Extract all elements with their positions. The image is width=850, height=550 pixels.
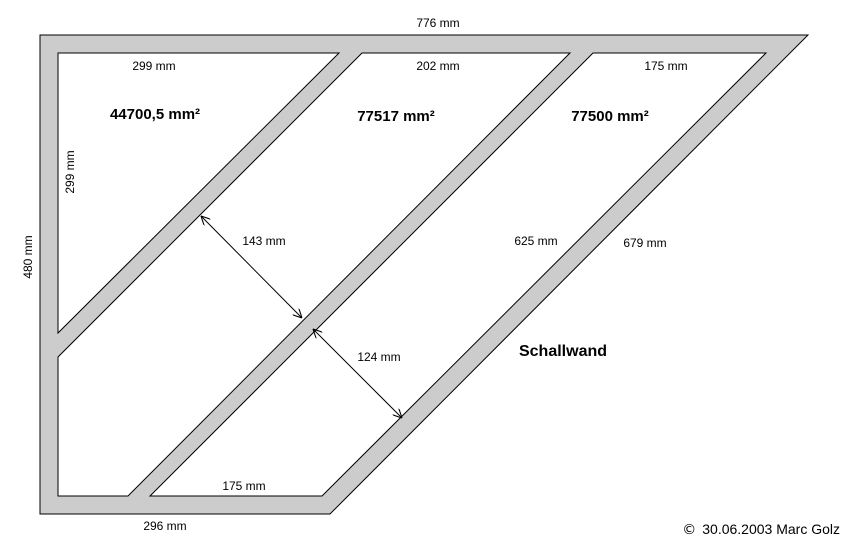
area-left: 44700,5 mm² xyxy=(110,106,200,123)
copyright: © 30.06.2003 Marc Golz xyxy=(682,521,840,538)
dim-bottom-total: 296 mm xyxy=(143,519,186,533)
dim-bottom-inner: 175 mm xyxy=(222,479,265,493)
chamber-right xyxy=(148,52,768,497)
dim-diag-inner: 625 mm xyxy=(514,234,557,248)
dim-gap-upper: 143 mm xyxy=(242,234,285,248)
dim-top-middle: 202 mm xyxy=(416,59,459,73)
chamber-left xyxy=(57,52,341,335)
gap-lower-arrow xyxy=(313,329,402,418)
dim-top-right: 175 mm xyxy=(644,59,687,73)
dim-diag-outer: 679 mm xyxy=(623,236,666,250)
schallwand-label: Schallwand xyxy=(519,343,607,360)
gap-upper-arrow xyxy=(201,216,302,318)
copyright-icon: © xyxy=(682,522,696,538)
copyright-text: 30.06.2003 Marc Golz xyxy=(702,521,840,537)
area-middle: 77517 mm² xyxy=(357,108,435,125)
area-right: 77500 mm² xyxy=(571,108,649,125)
dim-top-left: 299 mm xyxy=(132,59,175,73)
dim-gap-lower: 124 mm xyxy=(357,350,400,364)
chamber-middle xyxy=(57,52,572,497)
dim-left-inner: 299 mm xyxy=(63,150,77,193)
dim-top-total: 776 mm xyxy=(416,16,459,30)
dim-left-total: 480 mm xyxy=(21,235,35,278)
